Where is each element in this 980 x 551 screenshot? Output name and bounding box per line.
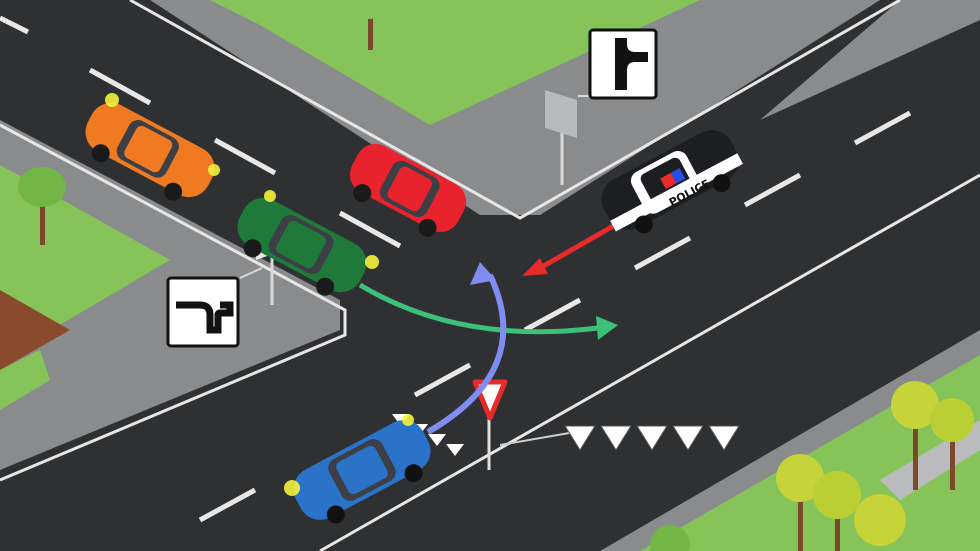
sidewalk-top-right (760, 0, 980, 120)
indicator-light (284, 480, 300, 496)
tree-icon (18, 167, 66, 245)
indicator-light (208, 164, 220, 176)
green-car (237, 197, 367, 296)
arrow-icon (426, 262, 507, 435)
indicator-light (105, 93, 119, 107)
tree-group-bottom-right (650, 381, 974, 551)
indicator-light (365, 255, 379, 269)
lane-dashes-cross (198, 110, 912, 523)
road-edge-line (0, 123, 347, 482)
lane-dashes-main (0, 15, 402, 249)
indicator-light (264, 190, 276, 202)
priority-road-sign-icon (545, 28, 658, 185)
blue-car (293, 420, 431, 524)
grass-top-center (210, 0, 700, 125)
arrow-icon (358, 282, 618, 340)
road-edge-line (319, 173, 980, 551)
grass-left-lower (0, 350, 50, 410)
arrow-icon (522, 222, 617, 276)
road-edge-line (129, 0, 901, 220)
orange-car (85, 102, 215, 201)
red-car (349, 143, 467, 237)
indicator-light (402, 414, 414, 426)
dirt-left (0, 290, 70, 370)
tree-icon (348, 0, 392, 50)
police-car (601, 130, 743, 234)
